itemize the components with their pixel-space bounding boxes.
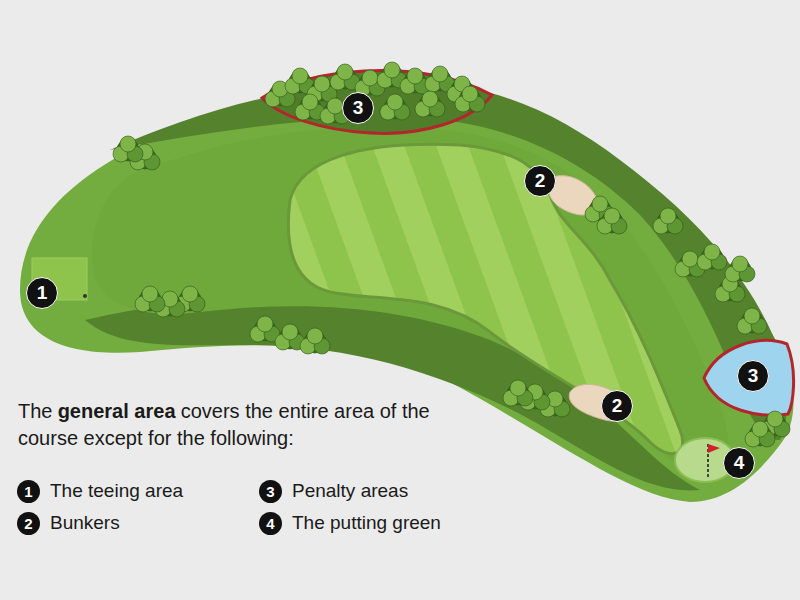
tree — [653, 208, 683, 234]
tree — [300, 328, 330, 354]
tree — [380, 94, 410, 120]
caption-text: The — [18, 400, 52, 422]
callout-number: 1 — [26, 277, 58, 309]
flag — [708, 444, 720, 453]
callout-number: 3 — [737, 360, 769, 392]
callout-number: 2 — [17, 512, 40, 535]
legend-item: 3 Penalty areas — [259, 480, 408, 503]
pond — [704, 341, 794, 416]
legend-item: 2 Bunkers — [17, 512, 120, 535]
caption-text: Thegeneral areacovers the entire area of… — [18, 398, 430, 452]
area-name: Bunkers — [50, 512, 120, 534]
area-name: Penalty areas — [292, 480, 408, 502]
tree — [737, 308, 767, 334]
callout-number: 2 — [535, 170, 546, 192]
caption-text: general area — [58, 400, 176, 422]
tree — [697, 244, 727, 270]
area-name: The teeing area — [50, 480, 183, 502]
callout-number: 4 — [734, 452, 745, 474]
legend-item: 4 The putting green — [259, 512, 441, 535]
legend-item: 1 The teeing area — [17, 480, 183, 503]
callout-number: 2 — [524, 165, 556, 197]
tree — [455, 86, 485, 112]
tree — [725, 256, 755, 282]
callout-number: 1 — [17, 480, 40, 503]
tree — [250, 316, 280, 342]
callout-number: 2 — [601, 390, 633, 422]
callout-number: 4 — [259, 512, 282, 535]
callout-number: 2 — [612, 395, 623, 417]
callout-number: 3 — [259, 480, 282, 503]
callout-number: 4 — [723, 447, 755, 479]
area-name: The putting green — [292, 512, 441, 534]
callout-number: 3 — [342, 92, 374, 124]
tree — [415, 91, 445, 117]
general-area — [92, 126, 729, 476]
callout-number: 1 — [37, 282, 48, 304]
callout-number: 3 — [748, 365, 759, 387]
tree — [113, 136, 143, 162]
callout-number: 3 — [353, 97, 364, 119]
tree — [745, 421, 775, 447]
tree — [503, 380, 533, 406]
tree — [597, 208, 627, 234]
tree — [135, 286, 165, 312]
